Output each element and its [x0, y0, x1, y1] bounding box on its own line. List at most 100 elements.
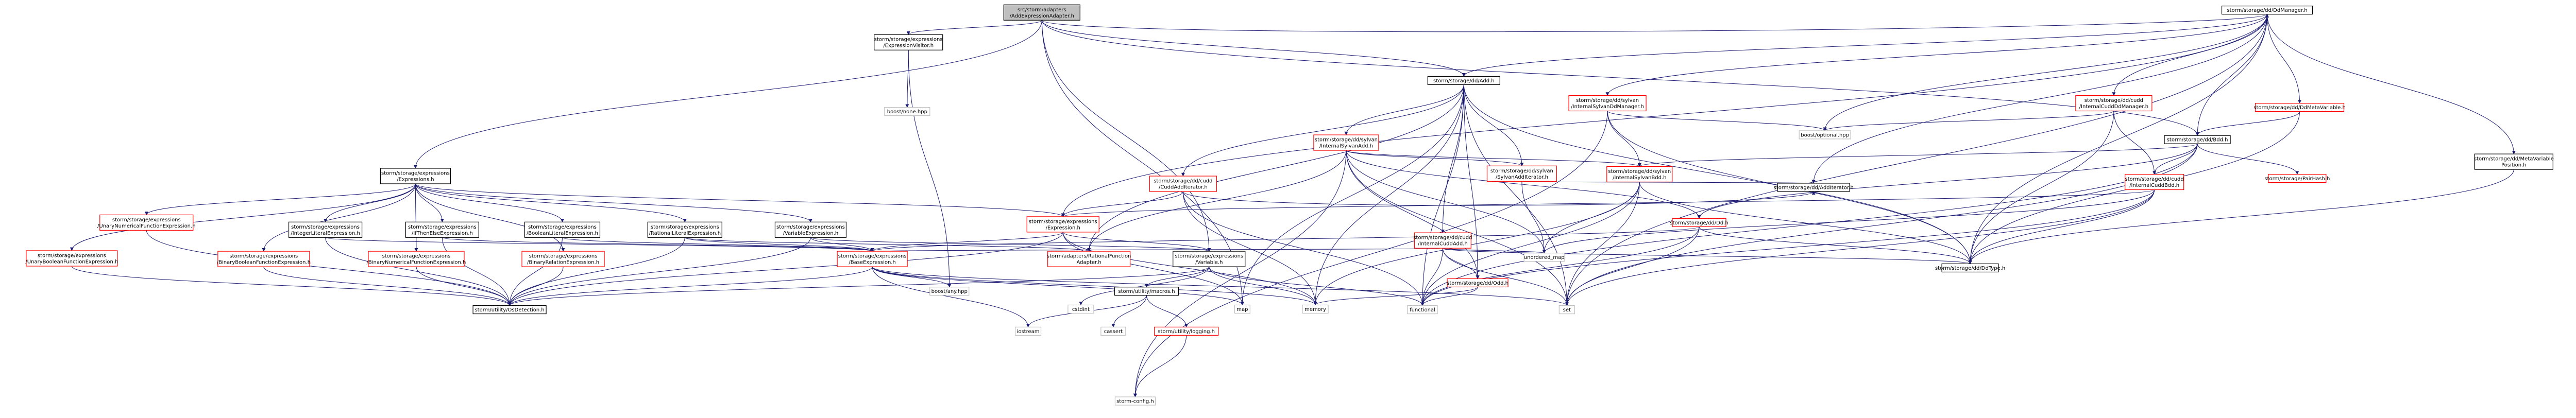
- node-booneany[interactable]: boost/none.hpp: [884, 107, 930, 116]
- edge-logging-to-stormconfig: [1133, 335, 1187, 397]
- node-ite[interactable]: storm/storage/expressions/IfThenElseExpr…: [405, 221, 479, 238]
- node-boollit[interactable]: storm/storage/expressions/BooleanLiteral…: [524, 221, 601, 238]
- node-box: [1067, 304, 1094, 314]
- edge-cuddaddit-to-additerator: [1182, 191, 1816, 206]
- node-cuddadd[interactable]: storm/storage/dd/cudd/InternalCuddAdd.h: [1413, 232, 1472, 249]
- node-expressions[interactable]: storm/storage/expressions/Expressions.h: [380, 168, 451, 184]
- edge-sylvanbdd-to-set: [1565, 182, 1640, 306]
- edge-expressions-to-expression: [415, 183, 1065, 217]
- node-box: [2474, 153, 2553, 170]
- node-utilityodetection[interactable]: storm/utility/OsDetection.h: [472, 305, 547, 315]
- node-intlit[interactable]: storm/storage/expressions/IntegerLiteral…: [288, 221, 363, 238]
- edge-cuddbdd-to-expression: [1061, 189, 2155, 217]
- node-label: storm/storage/dd/MetaVariable: [2474, 156, 2554, 162]
- node-exprvisitor[interactable]: storm/storage/expressions/ExpressionVisi…: [874, 34, 943, 50]
- node-binnumfn[interactable]: storm/storage/expressions/BinaryNumerica…: [367, 251, 466, 267]
- node-macros[interactable]: storm/utility/macros.h: [1114, 287, 1179, 296]
- node-logging[interactable]: storm/utility/logging.h: [1154, 326, 1219, 336]
- node-label: storm/storage/expressions: [291, 224, 360, 230]
- node-unorderedmap[interactable]: unordered_map: [1523, 252, 1565, 262]
- edge-unarynumfn-to-utilityodetection: [146, 230, 512, 306]
- node-ddmanager[interactable]: storm/storage/dd/DdManager.h: [2221, 5, 2313, 15]
- edge-expressions-to-ite: [415, 183, 444, 223]
- edge-sylvanadd-to-stormconfig: [1133, 150, 1347, 397]
- node-stormconfig[interactable]: storm-config.h: [1114, 396, 1156, 406]
- node-label: boost/any.hpp: [931, 289, 968, 294]
- node-ddmetavar[interactable]: storm/storage/dd/DdMetaVariable.h: [2253, 102, 2346, 112]
- node-sylvanmgr[interactable]: storm/storage/dd/sylvan/InternalSylvanDd…: [1568, 95, 1647, 112]
- node-ratlit[interactable]: storm/storage/expressions/RationalLitera…: [647, 221, 722, 238]
- node-ddtype[interactable]: storm/storage/dd/DdType.h: [1935, 263, 2005, 273]
- node-label: storm/storage/dd/sylvan: [1490, 168, 1553, 174]
- node-label: storm/storage/dd/cudd: [1413, 235, 1472, 241]
- node-label: cassert: [1104, 329, 1123, 335]
- edge-odd-to-memory: [1313, 287, 1478, 306]
- node-bdd[interactable]: storm/storage/dd/Bdd.h: [2164, 135, 2231, 144]
- edge-dd-to-baseexpr: [871, 226, 1700, 252]
- edge-expression-to-baseexpr: [870, 232, 1063, 252]
- edge-cuddadd-to-odd: [1442, 248, 1480, 280]
- node-expression[interactable]: storm/storage/expressions/Expression.h: [1026, 216, 1099, 233]
- node-label: /SylvanAddIterator.h: [1496, 175, 1548, 180]
- edge-odd-to-functional: [1420, 287, 1478, 306]
- edge-cuddaddit-to-expression: [1061, 191, 1183, 217]
- node-box: [1941, 263, 1999, 273]
- node-iostream[interactable]: iostream: [1014, 326, 1042, 336]
- node-pairhash[interactable]: storm/storage/PairHash.h: [2264, 173, 2330, 183]
- node-functional[interactable]: functional: [1407, 305, 1438, 315]
- node-label: storm/storage/PairHash.h: [2264, 176, 2330, 182]
- node-unaryboolfn[interactable]: storm/storage/expressions/UnaryBooleanFu…: [25, 250, 118, 267]
- node-odd[interactable]: storm/storage/dd/Odd.h: [1447, 278, 1509, 288]
- node-unarynumfn[interactable]: storm/storage/expressions/UnaryNumerical…: [97, 214, 196, 231]
- node-box: [2075, 95, 2153, 112]
- node-boostopt[interactable]: boost/optional.hpp: [1799, 130, 1851, 140]
- node-label: /InternalSylvanBdd.h: [1613, 175, 1666, 181]
- node-cuddmgr[interactable]: storm/storage/dd/cudd/InternalCuddDdMana…: [2075, 95, 2153, 112]
- node-varexpr[interactable]: storm/storage/expressions/VariableExpres…: [774, 221, 847, 238]
- node-additerator[interactable]: storm/storage/dd/AddIterator.h: [1774, 183, 1854, 192]
- node-box: [405, 221, 479, 238]
- node-box: [1100, 326, 1126, 336]
- node-label: /InternalSylvanDdManager.h: [1571, 104, 1644, 110]
- node-box: [1523, 252, 1565, 262]
- node-label: iostream: [1017, 329, 1040, 335]
- node-box: [1302, 304, 1329, 314]
- edge-sylvanadd-to-dd: [1346, 150, 1701, 219]
- edge-variable-to-cstdint: [1079, 267, 1210, 306]
- node-label: boost/optional.hpp: [1801, 132, 1849, 138]
- node-dd[interactable]: storm/storage/dd/Dd.h: [1670, 218, 1728, 227]
- node-cstdint[interactable]: cstdint: [1067, 304, 1094, 314]
- node-box: [1427, 76, 1500, 85]
- node-baseexpr[interactable]: storm/storage/expressions/BaseExpression…: [837, 251, 908, 267]
- node-binboolfn[interactable]: storm/storage/expressions/BinaryBooleanF…: [217, 251, 311, 267]
- node-boostany[interactable]: boost/any.hpp: [929, 287, 970, 296]
- node-add[interactable]: storm/storage/dd/Add.h: [1427, 76, 1500, 85]
- node-label: Adapter.h: [1077, 260, 1101, 266]
- edge-sylvanadd-to-sylvanbdd: [1346, 150, 1641, 167]
- node-variable[interactable]: storm/storage/expressions/Variable.h: [1173, 251, 1246, 267]
- node-root[interactable]: src/storm/adapters/AddExpressionAdapter.…: [1003, 4, 1080, 21]
- node-label: memory: [1304, 307, 1326, 312]
- node-label: storm/storage/expressions: [112, 217, 181, 223]
- edge-cuddmgr-to-cuddbdd: [2113, 111, 2157, 175]
- edge-ddmanager-to-ddmetavar: [2267, 14, 2302, 104]
- node-label: /InternalCuddBdd.h: [2129, 183, 2179, 188]
- node-box: [2125, 173, 2184, 190]
- node-cuddbdd[interactable]: storm/storage/dd/cudd/InternalCuddBdd.h: [2125, 173, 2184, 190]
- node-label: storm/storage/expressions: [1029, 219, 1097, 224]
- node-sylvanbdd[interactable]: storm/storage/dd/sylvan/InternalSylvanBd…: [1606, 166, 1673, 183]
- node-memory[interactable]: memory: [1302, 304, 1329, 314]
- node-label: /IntegerLiteralExpression.h: [291, 231, 360, 236]
- node-sylvanaddit[interactable]: storm/storage/dd/sylvan/SylvanAddIterato…: [1486, 165, 1557, 182]
- node-binrel[interactable]: storm/storage/expressions/BinaryRelation…: [521, 251, 605, 267]
- node-set[interactable]: set: [1558, 305, 1575, 315]
- node-cuddaddit[interactable]: storm/storage/dd/cudd/CuddAddIterator.h: [1149, 176, 1217, 192]
- node-label: storm/storage/expressions: [529, 254, 598, 259]
- node-cassert[interactable]: cassert: [1100, 326, 1126, 336]
- node-box: [521, 251, 605, 267]
- node-map[interactable]: map: [1234, 304, 1250, 314]
- node-sylvanadd[interactable]: storm/storage/dd/sylvan/InternalSylvanAd…: [1313, 134, 1379, 151]
- node-box: [380, 168, 451, 184]
